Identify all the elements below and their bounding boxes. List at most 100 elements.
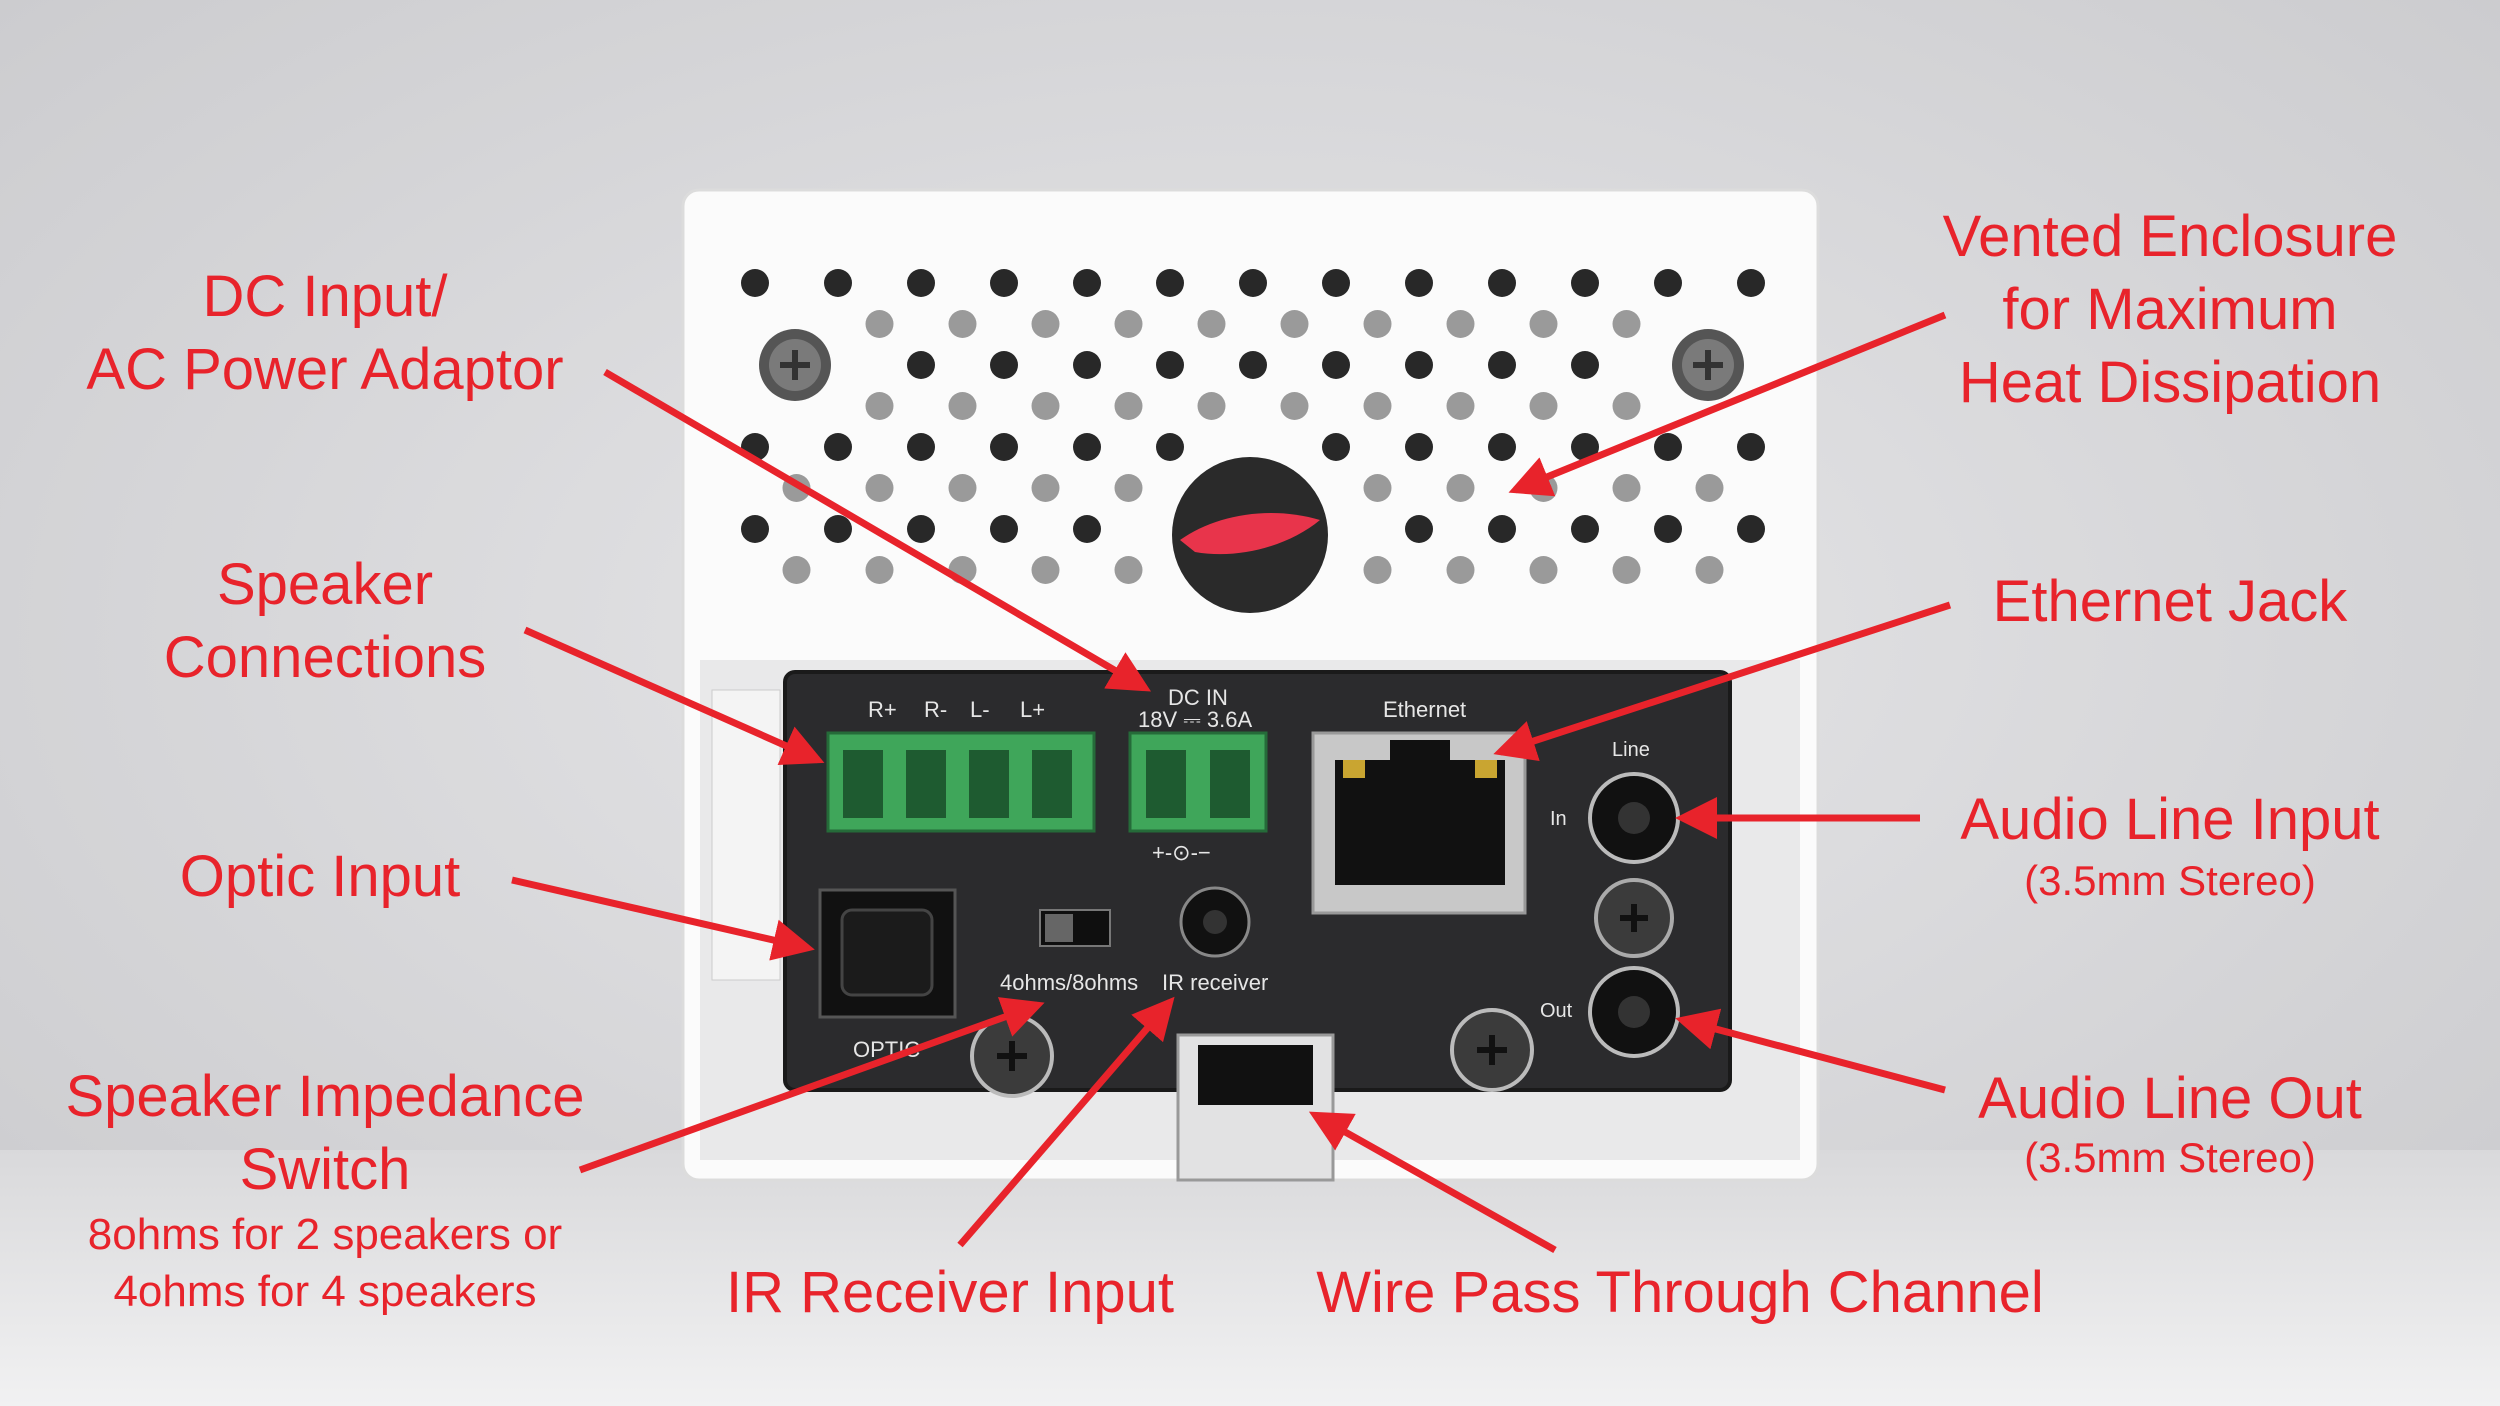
vent-hole <box>1156 351 1184 379</box>
vent-hole <box>865 392 894 420</box>
vent-hole <box>990 433 1018 461</box>
vent-hole <box>1654 433 1682 461</box>
vent-hole <box>1073 433 1101 461</box>
vent-hole <box>1031 392 1060 420</box>
vent-hole <box>1322 433 1350 461</box>
terminal-label-r-plus: R+ <box>868 697 897 722</box>
line-label: Line <box>1612 739 1650 761</box>
callout-impedance-switch: Speaker Impedance Switch <box>40 1060 610 1206</box>
speaker-terminal-block <box>826 731 1096 833</box>
vent-hole <box>1031 556 1060 584</box>
vent-hole <box>1239 351 1267 379</box>
vent-hole <box>948 474 977 502</box>
dc-polarity-label: +-⊙-− <box>1152 840 1211 865</box>
vent-hole <box>1529 556 1558 584</box>
vent-hole <box>1446 474 1475 502</box>
vent-hole <box>1571 351 1599 379</box>
vent-hole <box>1031 474 1060 502</box>
vent-hole <box>1488 351 1516 379</box>
vent-hole <box>1073 515 1101 543</box>
vent-hole <box>1529 474 1558 502</box>
vent-hole <box>1280 310 1309 338</box>
vent-hole <box>1239 269 1267 297</box>
dc-rating-label: 18V ⎓ 3.6A <box>1138 707 1253 732</box>
vent-hole <box>1446 556 1475 584</box>
dc-terminal-block <box>1128 731 1268 833</box>
callout-dc-input: DC Input/ AC Power Adaptor <box>65 260 585 406</box>
callout-wire-pass: Wire Pass Through Channel <box>1316 1260 2044 1325</box>
callout-ethernet-jack: Ethernet Jack <box>1992 569 2348 634</box>
vent-hole <box>1571 515 1599 543</box>
optical-port <box>818 888 957 1019</box>
vent-hole <box>1363 474 1392 502</box>
vent-hole <box>948 392 977 420</box>
vent-hole <box>865 556 894 584</box>
optic-label: OPTIC <box>853 1037 921 1062</box>
vent-hole <box>1612 474 1641 502</box>
callout-vented-enclosure-line2: for Maximum <box>2002 277 2338 343</box>
callout-impedance-note: 8ohms for 2 speakers or 4ohms for 4 spea… <box>40 1206 610 1320</box>
terminal-label-l-plus: L+ <box>1020 697 1046 722</box>
vent-hole <box>1114 392 1143 420</box>
vent-hole <box>1197 310 1226 338</box>
ethernet-port <box>1311 731 1527 915</box>
vent-hole <box>1363 392 1392 420</box>
vent-hole <box>1405 515 1433 543</box>
callout-impedance-note-line2: 4ohms for 4 speakers <box>113 1267 537 1317</box>
vent-hole <box>1488 269 1516 297</box>
vent-hole <box>1737 515 1765 543</box>
vent-hole <box>907 351 935 379</box>
vent-hole <box>824 515 852 543</box>
vent-hole <box>1197 392 1226 420</box>
vent-hole <box>1612 392 1641 420</box>
vent-hole <box>1322 269 1350 297</box>
dc-in-label: DC IN <box>1168 685 1228 710</box>
vent-hole <box>907 269 935 297</box>
vent-hole <box>1114 474 1143 502</box>
callout-impedance-note-line1: 8ohms for 2 speakers or <box>87 1210 563 1259</box>
ir-jack <box>1179 886 1251 958</box>
vent-hole <box>907 515 935 543</box>
vent-hole <box>990 515 1018 543</box>
vent-hole <box>1612 310 1641 338</box>
terminal-label-l-minus: L- <box>970 697 990 722</box>
vent-hole <box>824 433 852 461</box>
vent-hole <box>1571 433 1599 461</box>
callout-impedance-switch-line2: Switch <box>239 1137 411 1203</box>
vent-hole <box>782 556 811 584</box>
vent-hole <box>1280 392 1309 420</box>
vent-hole <box>1363 556 1392 584</box>
vent-hole <box>907 433 935 461</box>
vent-hole <box>1114 310 1143 338</box>
vent-hole <box>990 269 1018 297</box>
vent-hole <box>1737 433 1765 461</box>
vent-hole <box>824 269 852 297</box>
vent-hole <box>1073 351 1101 379</box>
vent-hole <box>1363 310 1392 338</box>
vent-hole <box>741 269 769 297</box>
brand-logo <box>1172 457 1328 613</box>
vent-hole <box>1612 556 1641 584</box>
callout-audio-line-out-sub: (3.5mm Stereo) <box>2024 1134 2316 1181</box>
vent-hole <box>865 310 894 338</box>
vent-hole <box>1031 310 1060 338</box>
vent-hole <box>1446 392 1475 420</box>
impedance-switch <box>1039 909 1111 947</box>
vent-hole <box>1654 515 1682 543</box>
vent-hole <box>1695 556 1724 584</box>
vent-hole <box>1114 556 1143 584</box>
vent-hole <box>1529 392 1558 420</box>
vent-hole <box>1156 433 1184 461</box>
vent-hole <box>741 433 769 461</box>
callout-vented-enclosure-line3: Heat Dissipation <box>1958 350 2382 416</box>
vent-hole <box>1405 351 1433 379</box>
vent-hole <box>1571 269 1599 297</box>
vent-hole <box>1405 433 1433 461</box>
callout-impedance-switch-line1: Speaker Impedance <box>65 1064 585 1129</box>
vent-hole <box>782 474 811 502</box>
callout-speaker-connections: Speaker Connections <box>145 548 505 694</box>
vent-hole <box>1073 269 1101 297</box>
callout-speaker-connections-line1: Speaker <box>216 552 434 617</box>
vent-hole <box>1654 269 1682 297</box>
vent-hole <box>1488 515 1516 543</box>
